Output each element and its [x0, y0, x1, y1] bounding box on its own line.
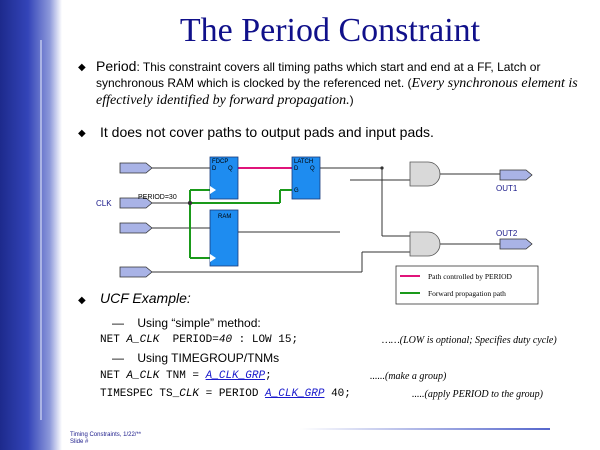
- method-1: — Using “simple” method:: [112, 316, 261, 330]
- latch-block: [291, 156, 321, 200]
- sidebar-decoration: [0, 0, 62, 450]
- ucf-example-heading: UCF Example:: [100, 290, 191, 306]
- ram-label: RAM: [218, 214, 231, 220]
- bullet-marker: ◆: [78, 295, 86, 306]
- ff-q-pin: Q: [228, 166, 233, 172]
- clk-label: CLK: [96, 199, 112, 208]
- and-gate-1: [409, 161, 441, 187]
- latch-d-pin: D: [294, 166, 299, 172]
- latch-q-pin: Q: [310, 166, 315, 172]
- input-pad: [119, 266, 153, 278]
- input-pad: [119, 222, 153, 234]
- junction-dot: [187, 200, 193, 206]
- legend-green-label: Forward propagation path: [428, 289, 506, 298]
- footer: Timing Constraints, 1/22/** Slide #: [70, 432, 142, 445]
- slide-title: The Period Constraint: [179, 12, 481, 49]
- legend-box: [395, 265, 539, 305]
- bullet-marker: ◆: [78, 128, 86, 139]
- coverage-note: It does not cover paths to output pads a…: [100, 124, 434, 140]
- code-line-1: NET A_CLK PERIOD=40 : LOW 15;: [100, 334, 299, 346]
- junction-dot: [380, 166, 384, 170]
- latch-g-pin: G: [294, 188, 299, 194]
- out2-label: OUT2: [496, 229, 518, 238]
- and-gate-2: [409, 231, 441, 257]
- code-note-1: ……(LOW is optional; Specifies duty cycle…: [382, 335, 557, 346]
- output-pad-2: [499, 238, 533, 250]
- legend-red-label: Path controlled by PERIOD: [428, 272, 513, 281]
- footer-rule: [300, 428, 550, 430]
- flip-flop-block: [209, 156, 239, 200]
- ram-block: [209, 209, 239, 267]
- code-line-2: NET A_CLK TNM = A_CLK_GRP;: [100, 370, 272, 382]
- code-line-3: TIMESPEC TS_CLK = PERIOD A_CLK_GRP 40;: [100, 388, 351, 400]
- period-description: Period: This constraint covers all timin…: [96, 58, 578, 108]
- output-pad-1: [499, 169, 533, 181]
- period-label: PERIOD=30: [138, 194, 177, 201]
- code-note-3: .....(apply PERIOD to the group): [412, 389, 543, 400]
- latch-label: LATCH: [294, 159, 313, 165]
- bullet-marker: ◆: [78, 62, 86, 73]
- method-2: — Using TIMEGROUP/TNMs: [112, 351, 280, 365]
- code-note-2: ......(make a group): [370, 371, 447, 382]
- ff-d-pin: D: [212, 166, 217, 172]
- out1-label: OUT1: [496, 184, 518, 193]
- clk-input-pad: [119, 197, 153, 209]
- input-pad: [119, 162, 153, 174]
- ff-label: FDCP: [212, 159, 228, 165]
